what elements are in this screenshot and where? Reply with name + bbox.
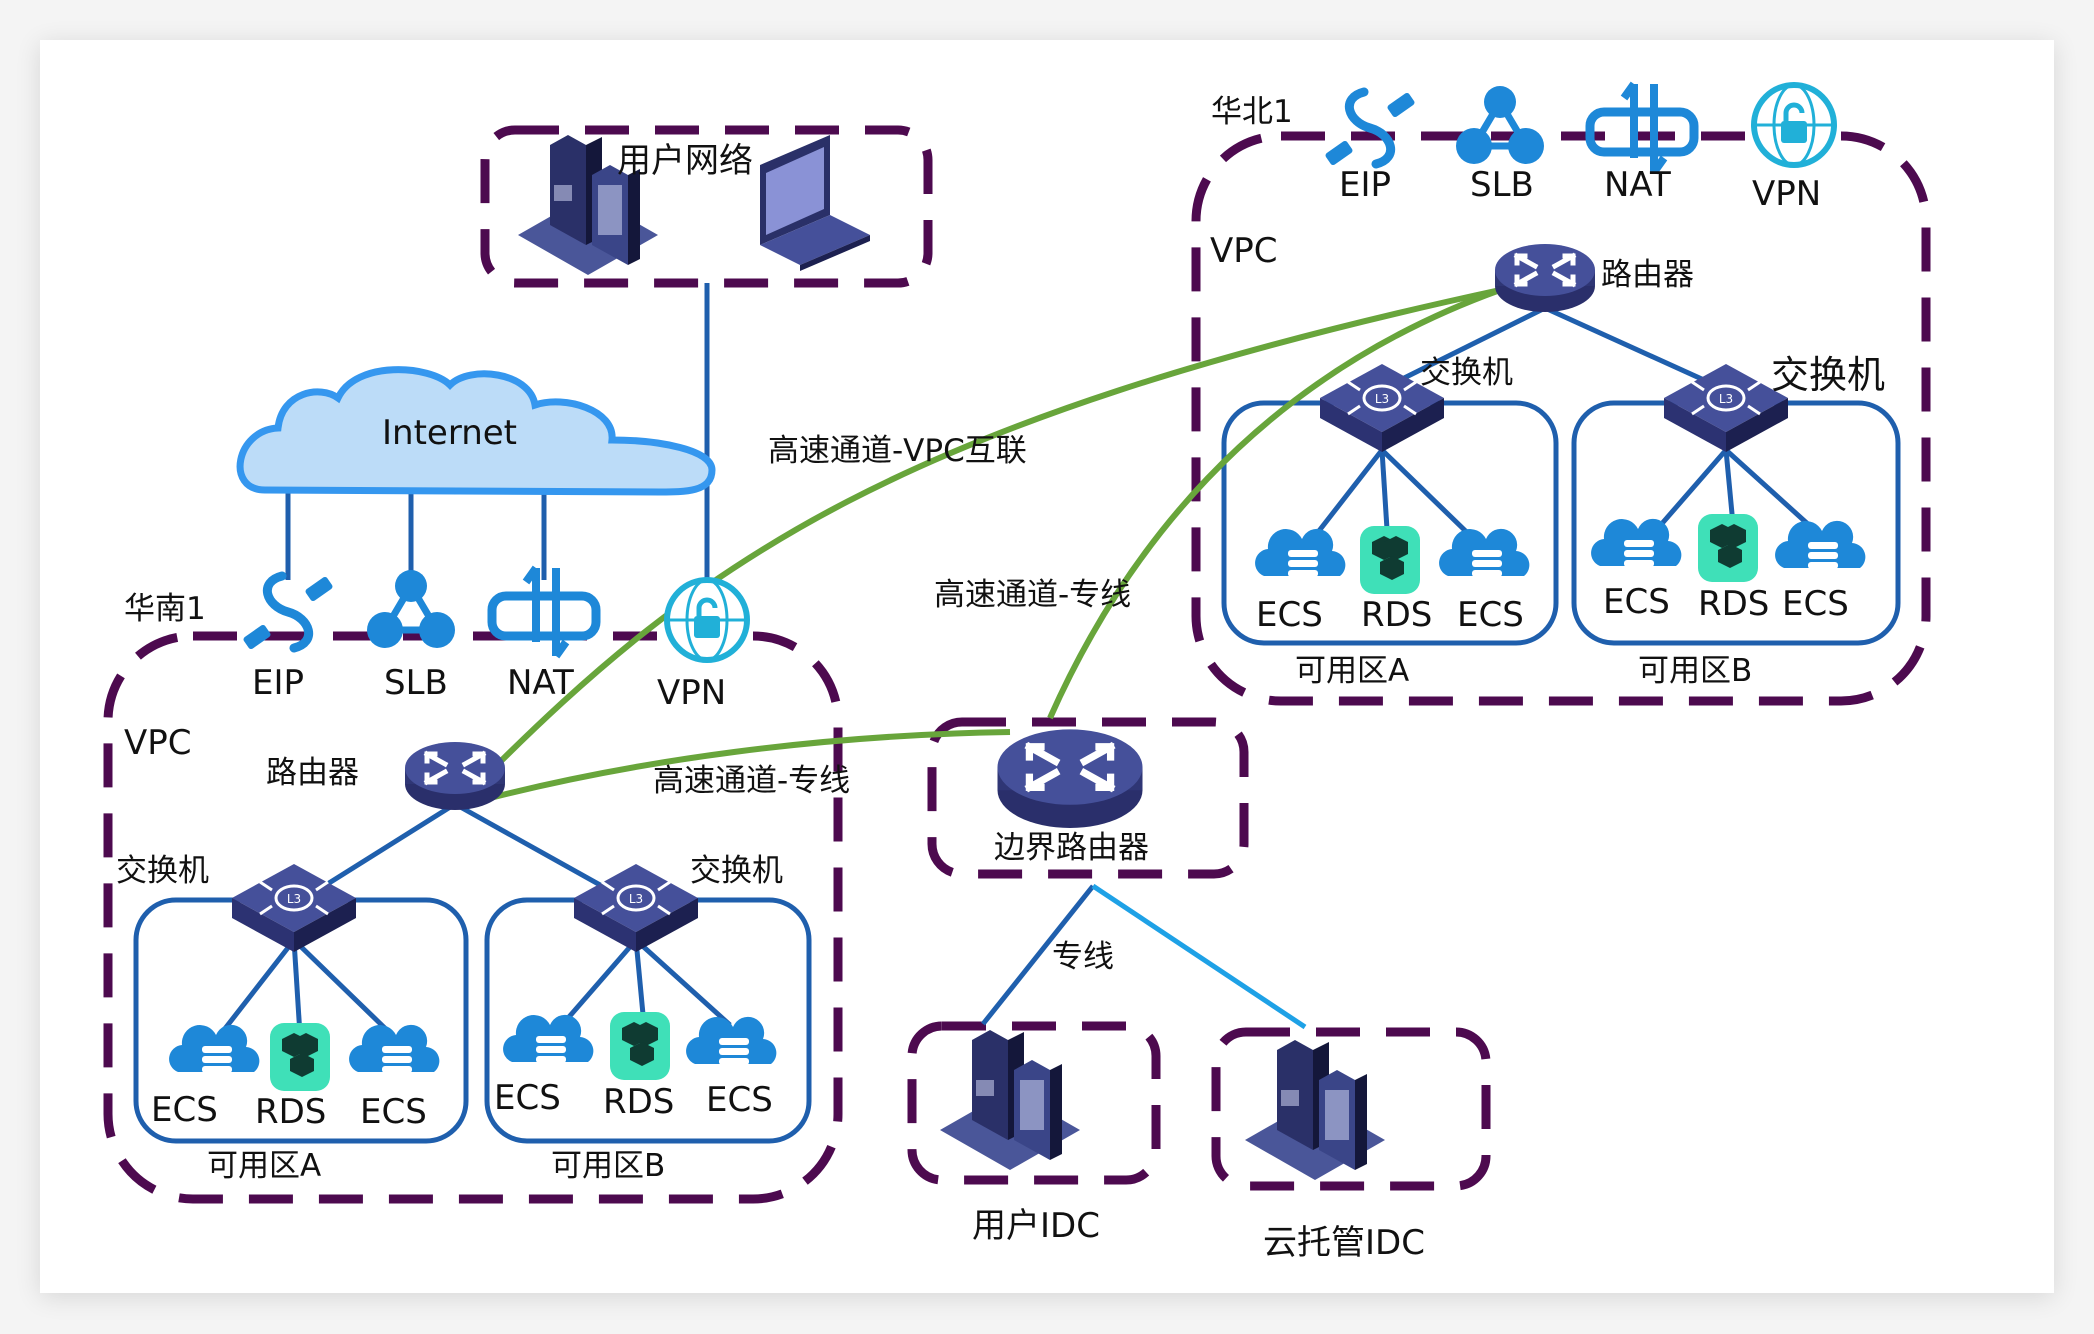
link-n-a-ecs2 [1380, 448, 1482, 547]
express-line-south-link [489, 729, 1011, 801]
link-n-b-ecs1 [1650, 448, 1728, 537]
cloud-idc-label: 云托管IDC [1263, 1223, 1425, 1263]
ecs-icon [1255, 528, 1346, 577]
express-line-north-label: 高速通道-专线 [934, 577, 1132, 613]
internet-cloud [236, 366, 716, 496]
south1-switch-b-icon [572, 862, 700, 954]
ecs-icon [1439, 528, 1530, 577]
link-s-b-ecs1 [560, 938, 638, 1027]
south1-router-label: 路由器 [266, 755, 359, 791]
rds-icon [1360, 526, 1420, 594]
rds-label: RDS [603, 1082, 675, 1122]
north1-switch-b-label: 交换机 [1771, 353, 1886, 397]
ecs-label: ECS [1782, 584, 1849, 624]
south1-slb-label: SLB [384, 663, 448, 703]
south1-vpn-icon [667, 580, 747, 660]
link-s-a-ecs1 [218, 938, 296, 1037]
north1-eip-icon [1324, 92, 1415, 166]
ecs-icon [503, 1014, 594, 1063]
ecs-label: ECS [360, 1092, 427, 1132]
link-s-a-ecs2 [292, 938, 394, 1037]
cloud-idc-building-icon [1245, 1040, 1385, 1180]
link-n-router-switch-b [1543, 305, 1728, 393]
rds-label: RDS [1361, 595, 1433, 635]
ecs-label: ECS [1256, 595, 1323, 635]
link-border-user-idc [981, 884, 1095, 1026]
border-router-label: 边界路由器 [994, 830, 1149, 866]
ecs-icon [349, 1024, 440, 1073]
north1-vpc-boundary [1191, 131, 1931, 706]
north1-nat-label: NAT [1604, 165, 1671, 205]
internet-label: Internet [382, 413, 518, 453]
link-n-b-ecs2 [1724, 448, 1822, 537]
north1-router-icon [1495, 244, 1595, 312]
link-s-a-rds [291, 939, 303, 1036]
north1-slb-icon [1456, 86, 1544, 164]
laptop-icon [760, 135, 870, 271]
ecs-label: ECS [706, 1080, 773, 1120]
north1-zone-b-label: 可用区B [1638, 653, 1753, 689]
south1-router-icon [405, 742, 505, 810]
south1-vpc-boundary [103, 631, 843, 1204]
ecs-icon [1591, 518, 1682, 567]
north1-slb-label: SLB [1470, 165, 1534, 205]
south1-nat-icon [492, 568, 596, 656]
rds-icon [610, 1012, 670, 1080]
south1-zone-b-label: 可用区B [551, 1148, 666, 1184]
north1-region-label: 华北1 [1211, 94, 1293, 130]
express-line-north-link [1047, 287, 1502, 720]
ecs-label: ECS [494, 1078, 561, 1118]
rds-label: RDS [255, 1092, 327, 1132]
ecs-label: ECS [1603, 582, 1670, 622]
user-idc-label: 用户IDC [972, 1206, 1100, 1246]
express-line-south-label: 高速通道-专线 [653, 763, 851, 799]
rds-icon [1698, 514, 1758, 582]
link-n-router-switch-a [1378, 305, 1547, 393]
link-n-a-ecs1 [1306, 448, 1384, 547]
south1-zone-a-label: 可用区A [207, 1148, 322, 1184]
border-router-boundary [927, 717, 1249, 879]
south1-switch-b-label: 交换机 [690, 853, 783, 889]
cloud-idc-boundary [1211, 1027, 1491, 1191]
north1-router-label: 路由器 [1601, 257, 1694, 293]
user-idc-building-icon [940, 1030, 1080, 1170]
rds-label: RDS [1698, 584, 1770, 624]
ecs-icon [169, 1024, 260, 1073]
border-router-icon [998, 729, 1143, 828]
leased-line-label: 专线 [1052, 939, 1114, 975]
ecs-icon [1775, 520, 1866, 569]
north1-vpc-label: VPC [1210, 231, 1278, 271]
rds-icon [270, 1023, 330, 1091]
ecs-label: ECS [1457, 595, 1524, 635]
north1-vpn-label: VPN [1752, 174, 1822, 214]
south1-switch-a-label: 交换机 [116, 853, 209, 889]
link-border-cloud-idc [1091, 883, 1307, 1030]
ecs-label: ECS [151, 1090, 218, 1130]
ecs-icon [686, 1016, 777, 1065]
north1-switch-a-label: 交换机 [1420, 355, 1513, 391]
user-idc-boundary [907, 1021, 1161, 1185]
south1-vpn-label: VPN [657, 673, 727, 713]
south1-eip-label: EIP [252, 663, 305, 703]
user-network-label: 用户网络 [617, 141, 753, 181]
north1-eip-label: EIP [1339, 165, 1392, 205]
north1-zone-a-label: 可用区A [1295, 653, 1410, 689]
south1-nat-label: NAT [507, 663, 574, 703]
express-vpc-label: 高速通道-VPC互联 [768, 433, 1027, 469]
express-vpc-link [477, 287, 1501, 785]
north1-nat-icon [1590, 84, 1694, 172]
link-s-b-ecs2 [634, 938, 732, 1027]
north1-switch-b-icon [1662, 362, 1790, 454]
south1-vpc-label: VPC [124, 723, 192, 763]
north1-vpn-icon [1754, 85, 1834, 165]
link-s-b-rds [633, 939, 647, 1026]
south1-region-label: 华南1 [124, 591, 206, 627]
